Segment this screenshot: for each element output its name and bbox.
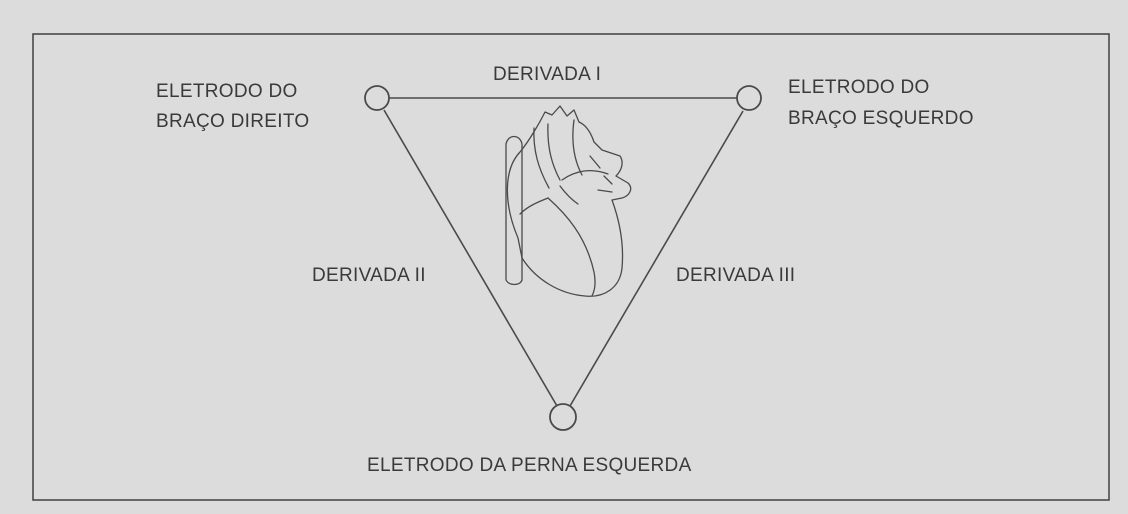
left-arm-electrode-label-line2: BRAÇO ESQUERDO [788,108,974,129]
left-arm-electrode-label-line1: ELETRODO DO [788,77,930,98]
right-arm-electrode-label-line2: BRAÇO DIREITO [156,111,310,132]
lead-3-label: DERIVADA III [676,265,796,286]
lead-1-label: DERIVADA I [493,64,602,85]
left-leg-electrode-circle-icon [549,403,577,431]
right-arm-electrode-label-line1: ELETRODO DO [156,81,298,102]
lead-3-line [569,110,744,407]
left-leg-electrode-label: ELETRODO DA PERNA ESQUERDA [367,455,692,476]
diagram-frame [32,33,1110,501]
heart-icon [505,105,632,297]
lead-2-label: DERIVADA II [312,265,426,286]
right-arm-electrode-circle-icon [364,85,390,111]
lead-2-line [383,109,558,407]
left-arm-electrode-circle-icon [736,85,762,111]
